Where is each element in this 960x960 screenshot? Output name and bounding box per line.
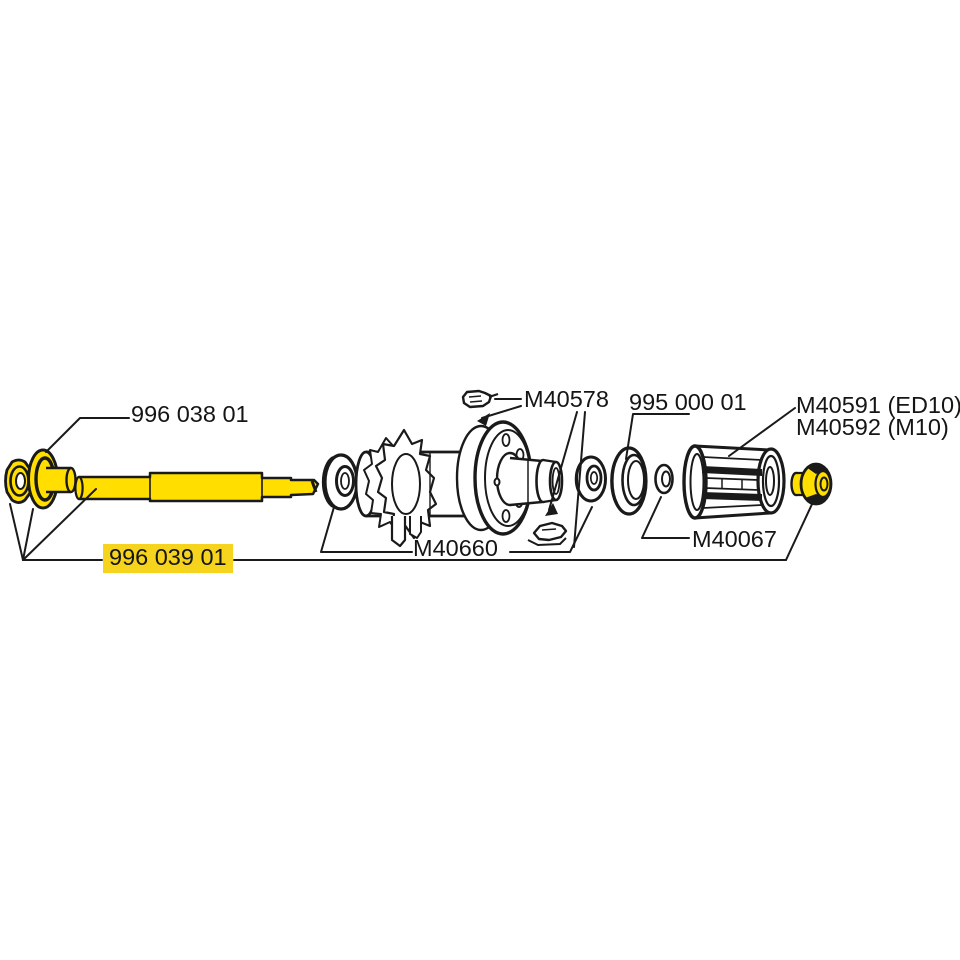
axle (74, 471, 320, 503)
hub-flange (455, 420, 564, 536)
part-label-axle-kit: 996 039 01 (103, 544, 233, 573)
part-label-seal: 995 000 01 (629, 389, 747, 415)
part-label-hub-body: M40660 (413, 535, 498, 561)
spacer-washer (654, 463, 674, 495)
part-label-washer: M40067 (692, 526, 777, 552)
seal-ring (610, 446, 648, 516)
freehub-body (682, 444, 786, 520)
pawl-bottom (527, 521, 568, 547)
part-label-end-cap: 996 038 01 (131, 401, 249, 427)
hub-shell (354, 428, 470, 548)
leader-arrowheads (477, 413, 558, 516)
end-cap (27, 448, 77, 510)
pawl-top (461, 389, 499, 409)
part-label-freehub-ed10: M40591 (ED10) (796, 392, 960, 418)
part-label-freehub-m10: M40592 (M10) (796, 414, 949, 440)
part-label-pawl-kit: M40578 (524, 386, 609, 412)
axle-nut-right (790, 462, 833, 506)
leader-lines (9, 398, 814, 561)
bearing-left (321, 453, 359, 511)
